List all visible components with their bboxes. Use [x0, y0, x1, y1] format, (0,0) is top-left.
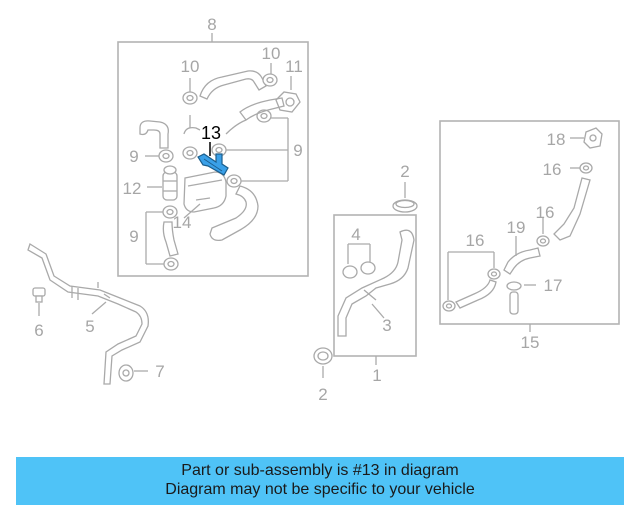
- banner-line-1: Part or sub-assembly is #13 in diagram: [181, 462, 459, 479]
- info-banner: Part or sub-assembly is #13 in diagram D…: [16, 457, 624, 505]
- callout-15: 15: [521, 333, 540, 352]
- callout-19: 19: [507, 218, 526, 237]
- tee-fitting-13: [197, 142, 229, 176]
- bracket-9-left-lower: [145, 205, 179, 271]
- callout-7: 7: [155, 362, 164, 381]
- parts-diagram: 8 10 10 11 9: [27, 15, 620, 404]
- group-1-box: [333, 214, 417, 357]
- callout-11: 11: [285, 57, 303, 76]
- callout-5: 5: [85, 317, 94, 336]
- clamp-16-mid: [536, 218, 550, 247]
- group-5-6-7: 5 6 7: [27, 243, 165, 385]
- callout-1: 1: [372, 366, 381, 385]
- callout-8: 8: [207, 15, 216, 34]
- callout-9-left-lower: 9: [129, 227, 138, 246]
- callout-10-left: 10: [181, 57, 200, 76]
- callout-9-left-upper: 9: [129, 147, 138, 166]
- clamp-16-top: [570, 162, 593, 174]
- clamp-9-left-upper: [145, 149, 174, 163]
- callout-3: 3: [382, 316, 391, 335]
- callout-4: 4: [351, 225, 360, 244]
- callout-16-left: 16: [466, 231, 485, 250]
- lower-hose: [209, 185, 259, 242]
- cap-2-top: [392, 182, 418, 213]
- hose-lower-15: [455, 279, 497, 309]
- callout-10-right: 10: [262, 44, 281, 63]
- reservoir-14: [183, 171, 227, 219]
- clamp-10-left: [182, 78, 198, 105]
- clip-7: [118, 364, 148, 382]
- part-17: [506, 281, 536, 315]
- callout-9-right: 9: [293, 141, 302, 160]
- callout-2-bottom: 2: [318, 385, 327, 404]
- bolt-6: [32, 287, 46, 316]
- group-1: 1 2 4 3 2: [313, 162, 418, 404]
- hose-3: [337, 229, 415, 337]
- hose-19: [503, 247, 541, 275]
- group-8-box: [117, 41, 309, 277]
- callout-13: 13: [201, 123, 221, 143]
- valve-12: [147, 165, 178, 201]
- small-hose-left: [139, 120, 169, 149]
- cap-2-bottom: [313, 347, 333, 378]
- clamp-9-center: [182, 115, 201, 160]
- callout-16-mid: 16: [536, 203, 555, 222]
- fitting-18: [570, 127, 603, 149]
- group-15: 15 18 16 16 19: [439, 120, 620, 352]
- callout-14: 14: [173, 213, 192, 232]
- group-8: 8 10 10 11 9: [117, 15, 309, 277]
- callout-2-top: 2: [400, 162, 409, 181]
- callout-16-top: 16: [543, 160, 562, 179]
- hose-11: [239, 97, 285, 121]
- callout-18: 18: [547, 130, 566, 149]
- hose-upper-15: [553, 177, 591, 241]
- upper-hose: [199, 70, 267, 100]
- callout-12: 12: [123, 179, 142, 198]
- banner-line-2: Diagram may not be specific to your vehi…: [165, 481, 475, 498]
- bracket-16-left: [442, 251, 501, 312]
- callout-6: 6: [34, 321, 43, 340]
- clamp-10-right: [262, 63, 278, 87]
- pipe-5: [27, 243, 149, 385]
- group-15-box: [439, 120, 620, 325]
- bracket-4: [342, 243, 376, 279]
- callout-17: 17: [544, 276, 563, 295]
